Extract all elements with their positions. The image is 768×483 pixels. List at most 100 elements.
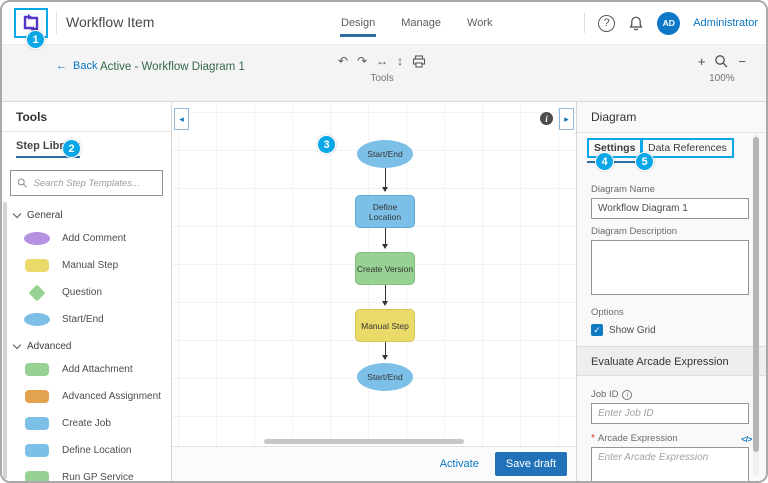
diamond-shape-icon: [28, 284, 46, 301]
callout-badge-1: 1: [26, 30, 45, 49]
edge-arrow: [381, 228, 389, 249]
chevron-down-icon: [12, 209, 22, 219]
activate-button[interactable]: Activate: [439, 458, 479, 470]
tab-design[interactable]: Design: [340, 13, 377, 37]
step-template-start-end[interactable]: Start/End: [2, 306, 171, 333]
ellipse-shape-icon: [24, 232, 50, 245]
show-grid-checkbox[interactable]: ✓: [591, 324, 603, 336]
back-label: Back: [73, 60, 98, 72]
info-icon[interactable]: i: [540, 112, 553, 125]
section-general-label: General: [27, 210, 63, 221]
diagram-description-label: Diagram Description: [591, 226, 678, 237]
diagram-state-title: Active - Workflow Diagram 1: [100, 61, 245, 73]
callout-badge-3: 3: [317, 135, 336, 154]
rect-shape-icon: [25, 363, 49, 376]
settings-fields: Diagram Name Diagram Description Options…: [577, 171, 766, 336]
rect-shape-icon: [25, 390, 49, 403]
diagram-canvas[interactable]: ◂ i ▸ 3 Start/End Define Location Create…: [172, 102, 576, 481]
step-search-box: [10, 170, 163, 196]
node-create-version[interactable]: Create Version: [355, 252, 415, 285]
edge-arrow: [381, 285, 389, 306]
page-title: Workflow Item: [66, 14, 155, 30]
header-divider: [56, 12, 57, 34]
tab-work[interactable]: Work: [467, 17, 493, 29]
canvas-horizontal-scrollbar[interactable]: [264, 439, 464, 444]
user-avatar[interactable]: AD: [657, 11, 681, 35]
section-advanced[interactable]: Advanced: [2, 333, 171, 356]
callout-badge-2: 2: [62, 139, 81, 158]
undo-icon[interactable]: ↶: [338, 54, 349, 68]
step-template-add-attachment[interactable]: Add Attachment: [2, 356, 171, 383]
align-vertical-icon[interactable]: ↕: [397, 54, 404, 68]
step-template-define-location[interactable]: Define Location: [2, 437, 171, 464]
top-nav-tabs: Design Manage Work: [340, 2, 493, 44]
step-template-question[interactable]: Question: [2, 279, 171, 306]
user-name[interactable]: Administrator: [693, 17, 758, 29]
job-id-info-icon[interactable]: i: [622, 389, 633, 400]
redo-icon[interactable]: ↷: [357, 54, 368, 68]
rect-shape-icon: [25, 417, 49, 430]
node-define-location[interactable]: Define Location: [355, 195, 415, 228]
tools-panel-title: Tools: [2, 102, 171, 132]
step-template-run-gp-service[interactable]: Run GP Service: [2, 464, 171, 481]
show-grid-label: Show Grid: [609, 324, 656, 336]
notifications-bell-icon[interactable]: [628, 15, 644, 32]
arcade-expression-label-row: * Arcade Expression </>: [591, 433, 752, 444]
callout-badge-5: 5: [635, 152, 654, 171]
zoom-in-icon[interactable]: +: [697, 54, 706, 69]
arcade-expression-label: Arcade Expression: [597, 433, 678, 444]
callout-badge-4: 4: [595, 152, 614, 171]
tools-panel: Tools Step Library 2 General Add: [2, 102, 172, 481]
magnifier-icon[interactable]: [714, 54, 729, 69]
step-template-advanced-assignment[interactable]: Advanced Assignment: [2, 383, 171, 410]
section-general[interactable]: General: [2, 202, 171, 225]
help-icon[interactable]: ?: [598, 14, 616, 32]
ellipse-shape-icon: [24, 313, 50, 326]
job-id-label: Job ID: [591, 389, 619, 400]
search-icon: [17, 178, 27, 188]
zoom-out-icon[interactable]: −: [738, 54, 746, 69]
print-icon[interactable]: [412, 54, 426, 68]
step-template-add-comment[interactable]: Add Comment: [2, 225, 171, 252]
top-header: 1 Workflow Item Design Manage Work ? AD …: [2, 2, 766, 49]
collapse-left-panel-button[interactable]: ◂: [174, 108, 189, 130]
save-draft-button[interactable]: Save draft: [494, 452, 567, 476]
collapse-right-panel-button[interactable]: ▸: [559, 108, 574, 130]
diagram-panel: Diagram Settings Data References 4 5 Dia…: [576, 102, 766, 481]
chevron-down-icon: [12, 340, 22, 350]
required-asterisk: *: [591, 433, 595, 444]
edge-arrow: [381, 168, 389, 192]
options-label: Options: [591, 307, 624, 318]
zoom-level: 100%: [709, 73, 735, 84]
header-actions: ? AD Administrator: [584, 2, 758, 44]
job-id-label-row: Job ID i: [591, 389, 752, 400]
arcade-expression-input[interactable]: [591, 447, 749, 481]
diagram-description-input[interactable]: [591, 240, 749, 295]
right-panel-scrollbar[interactable]: [753, 137, 759, 452]
tab-data-references[interactable]: Data References: [641, 138, 734, 158]
node-manual-step[interactable]: Manual Step: [355, 309, 415, 342]
back-button[interactable]: ← Back: [56, 60, 97, 72]
arcade-fields: Job ID i * Arcade Expression </>: [577, 376, 766, 481]
diagram-panel-title: Diagram: [577, 102, 766, 133]
evaluate-arcade-section-header: Evaluate Arcade Expression: [577, 346, 766, 376]
node-start-end-top[interactable]: Start/End: [357, 140, 413, 168]
node-start-end-bottom[interactable]: Start/End: [357, 363, 413, 391]
tab-manage[interactable]: Manage: [401, 17, 442, 29]
diagram-name-input[interactable]: [591, 198, 749, 219]
align-horizontal-icon[interactable]: ↔: [376, 54, 389, 68]
rect-shape-icon: [25, 259, 49, 272]
step-template-manual-step[interactable]: Manual Step: [2, 252, 171, 279]
code-editor-icon[interactable]: </>: [741, 433, 752, 444]
rect-shape-icon: [25, 444, 49, 457]
tab-settings[interactable]: Settings: [587, 138, 643, 163]
step-search-input[interactable]: [33, 177, 156, 189]
step-library-list: General Add Comment Manual Step Question…: [2, 202, 171, 481]
left-panel-scrollbar[interactable]: [3, 202, 7, 479]
step-library-tabrow: Step Library: [2, 132, 171, 166]
step-template-create-job[interactable]: Create Job: [2, 410, 171, 437]
job-id-input[interactable]: [591, 403, 749, 424]
back-arrow-icon: ←: [56, 60, 67, 72]
diagram-toolbar: ← Back Active - Workflow Diagram 1 ↶ ↷ ↔…: [2, 44, 766, 102]
